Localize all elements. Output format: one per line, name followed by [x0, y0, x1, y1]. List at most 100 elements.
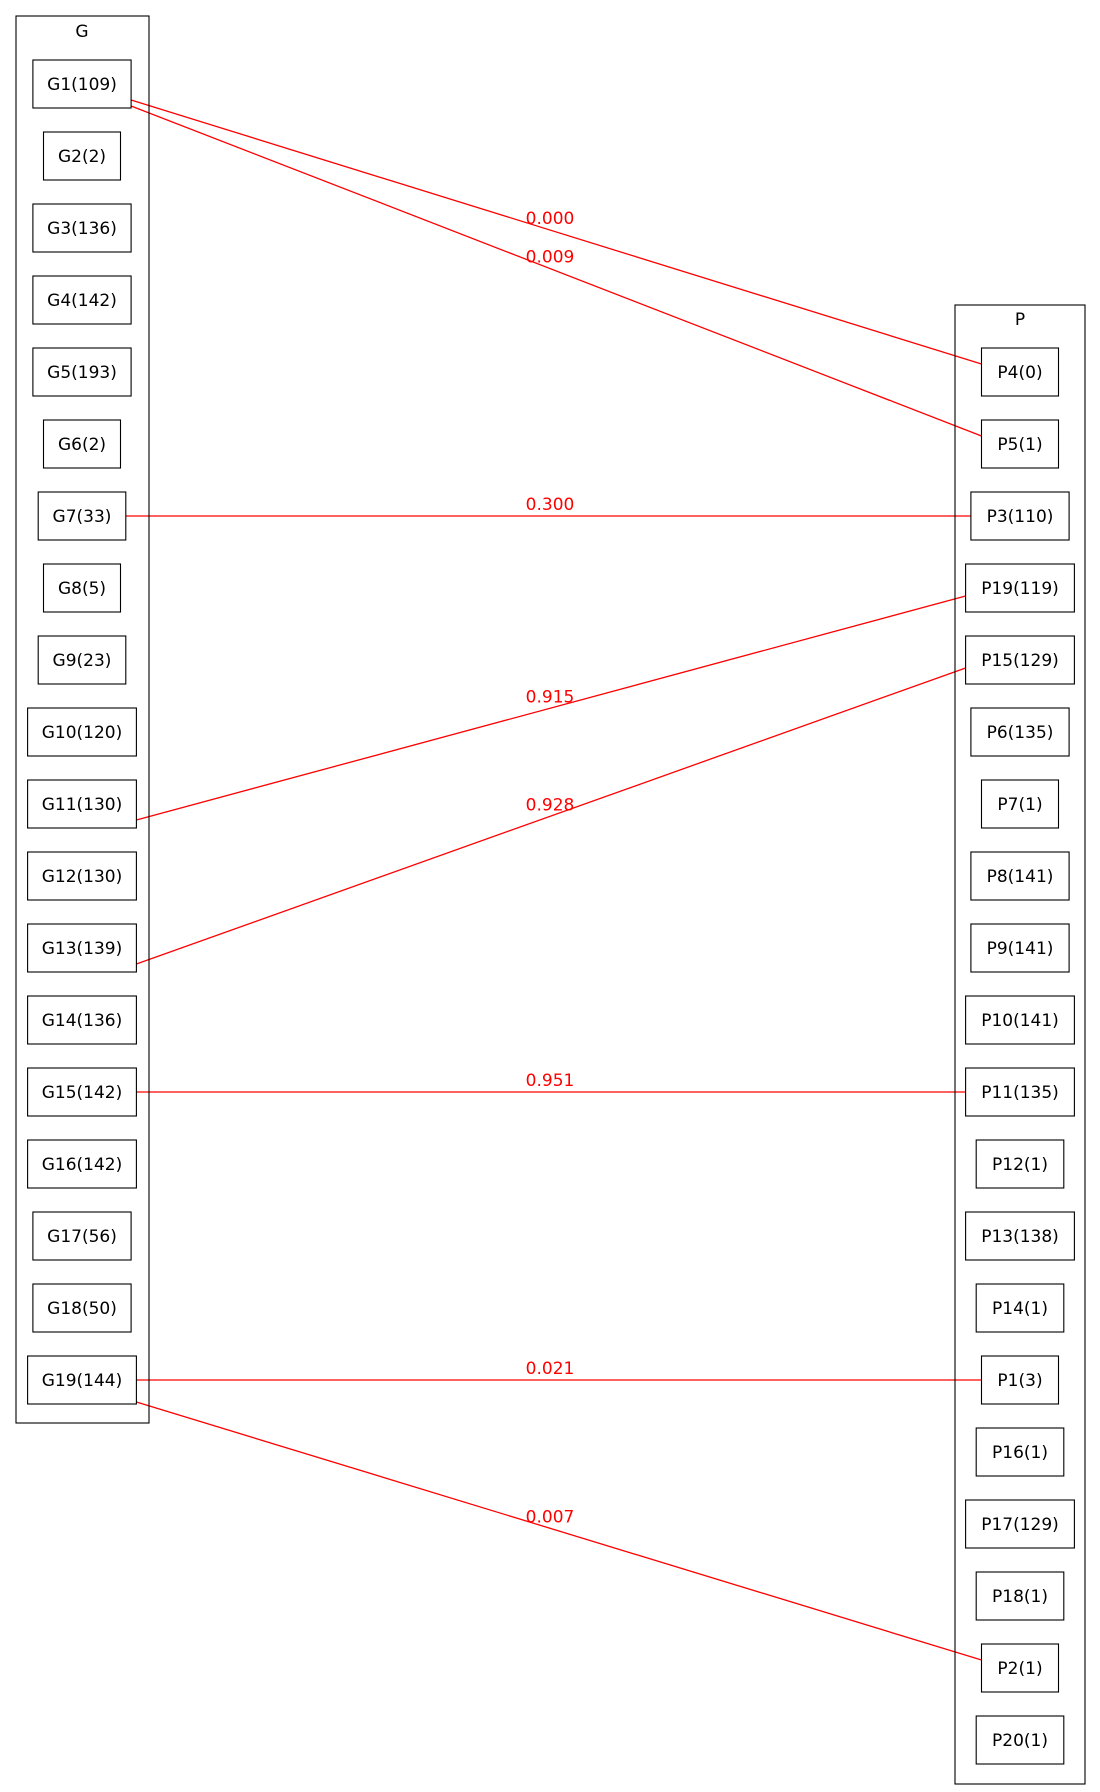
node-label: P10(141)	[981, 1011, 1059, 1031]
node-box	[965, 1067, 1075, 1117]
node-g19: G19(144)	[27, 1355, 137, 1405]
node-box	[42, 563, 122, 613]
node-p7: P7(1)	[980, 779, 1060, 829]
node-box	[975, 1139, 1065, 1189]
node-g9: G9(23)	[37, 635, 127, 685]
node-label: G7(33)	[53, 507, 112, 527]
node-p20: P20(1)	[975, 1715, 1065, 1765]
node-g15: G15(142)	[27, 1067, 137, 1117]
edge-label: 0.007	[526, 1507, 575, 1527]
node-g11: G11(130)	[27, 779, 137, 829]
cluster-g-box	[15, 15, 150, 1424]
node-p17: P17(129)	[965, 1499, 1075, 1549]
node-box	[32, 347, 132, 397]
node-p18: P18(1)	[975, 1571, 1065, 1621]
cluster-g: G G1(109) G2(2) G3(136) G4(142) G5(193) G6(2)…	[15, 15, 150, 1424]
node-box	[965, 995, 1075, 1045]
edge-label: 0.300	[526, 495, 575, 515]
node-box	[975, 1283, 1065, 1333]
edge-label: 0.915	[526, 687, 575, 707]
node-box	[37, 635, 127, 685]
edges-layer	[125, 99, 982, 1661]
node-g3: G3(136)	[32, 203, 132, 253]
node-label: P16(1)	[992, 1443, 1048, 1463]
node-label: P7(1)	[997, 795, 1042, 815]
node-label: P15(129)	[981, 651, 1059, 671]
node-label: P14(1)	[992, 1299, 1048, 1319]
node-label: P12(1)	[992, 1155, 1048, 1175]
node-g14: G14(136)	[27, 995, 137, 1045]
node-box	[975, 1571, 1065, 1621]
node-p16: P16(1)	[975, 1427, 1065, 1477]
node-label: P11(135)	[981, 1083, 1059, 1103]
node-label: G19(144)	[42, 1371, 123, 1391]
node-box	[965, 635, 1075, 685]
node-box	[27, 995, 137, 1045]
node-g6: G6(2)	[42, 419, 122, 469]
node-p19: P19(119)	[965, 563, 1075, 613]
edge-label: 0.951	[526, 1071, 575, 1091]
edge-label: 0.021	[526, 1359, 575, 1379]
node-g16: G16(142)	[27, 1139, 137, 1189]
edge-label: 0.000	[526, 209, 575, 229]
node-box	[27, 1355, 137, 1405]
p-node-list: P4(0) P5(1) P3(110) P19(119) P15(129) P6(135)…	[965, 347, 1075, 1765]
node-label: G18(50)	[47, 1299, 117, 1319]
node-label: P19(119)	[981, 579, 1059, 599]
node-box	[975, 1715, 1065, 1765]
node-g10: G10(120)	[27, 707, 137, 757]
node-box	[27, 707, 137, 757]
node-g2: G2(2)	[42, 131, 122, 181]
node-label: P17(129)	[981, 1515, 1059, 1535]
node-g13: G13(139)	[27, 923, 137, 973]
node-label: G12(130)	[42, 867, 123, 887]
cluster-p-box	[954, 304, 1086, 1785]
cluster-p-title: P	[1015, 310, 1025, 330]
node-label: P2(1)	[997, 1659, 1042, 1679]
node-box	[27, 1139, 137, 1189]
node-box	[980, 347, 1060, 397]
g-node-list: G1(109) G2(2) G3(136) G4(142) G5(193) G6(2) G7…	[27, 59, 137, 1405]
node-label: P6(135)	[987, 723, 1054, 743]
node-g5: G5(193)	[32, 347, 132, 397]
node-p11: P11(135)	[965, 1067, 1075, 1117]
edge-g1-p4	[130, 99, 982, 365]
node-label: G1(109)	[47, 75, 117, 95]
node-label: G15(142)	[42, 1083, 123, 1103]
node-p2: P2(1)	[980, 1643, 1060, 1693]
node-box	[970, 491, 1070, 541]
node-p14: P14(1)	[975, 1283, 1065, 1333]
node-box	[980, 779, 1060, 829]
node-label: P3(110)	[987, 507, 1054, 527]
edge-label: 0.928	[526, 795, 575, 815]
node-box	[970, 707, 1070, 757]
node-p12: P12(1)	[975, 1139, 1065, 1189]
node-p4: P4(0)	[980, 347, 1060, 397]
node-box	[42, 419, 122, 469]
node-box	[27, 851, 137, 901]
node-g18: G18(50)	[32, 1283, 132, 1333]
node-label: G2(2)	[58, 147, 106, 167]
node-box	[970, 923, 1070, 973]
node-box	[27, 779, 137, 829]
node-label: G5(193)	[47, 363, 117, 383]
node-label: P4(0)	[997, 363, 1042, 383]
edge-g11-p19	[136, 595, 966, 821]
node-g7: G7(33)	[37, 491, 127, 541]
node-label: G10(120)	[42, 723, 123, 743]
node-label: G3(136)	[47, 219, 117, 239]
node-label: G8(5)	[58, 579, 106, 599]
node-g1: G1(109)	[32, 59, 132, 109]
node-box	[32, 1211, 132, 1261]
node-box	[42, 131, 122, 181]
cluster-g-title: G	[75, 22, 88, 42]
node-label: P9(141)	[987, 939, 1054, 959]
node-p5: P5(1)	[980, 419, 1060, 469]
node-p9: P9(141)	[970, 923, 1070, 973]
node-box	[970, 851, 1070, 901]
node-box	[32, 203, 132, 253]
node-label: P8(141)	[987, 867, 1054, 887]
node-box	[975, 1427, 1065, 1477]
node-g4: G4(142)	[32, 275, 132, 325]
